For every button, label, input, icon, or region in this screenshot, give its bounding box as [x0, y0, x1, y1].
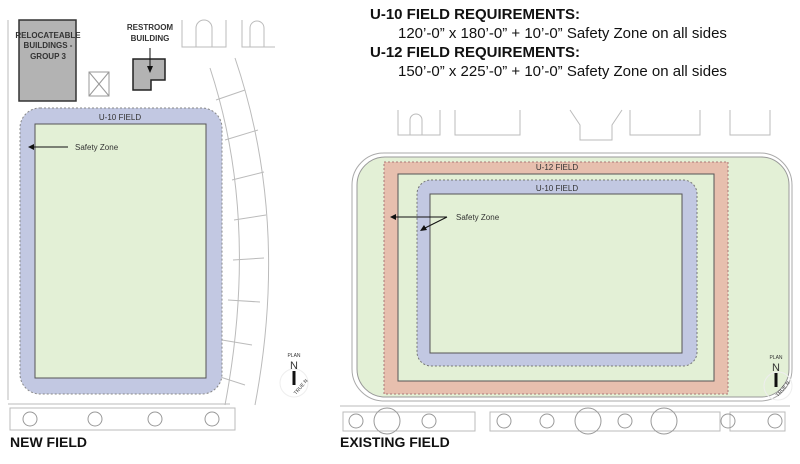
safety-zone-label: Safety Zone	[456, 213, 500, 222]
utility-box	[88, 71, 110, 97]
building-label: BUILDINGS -	[24, 41, 73, 50]
u12-requirements-title: U-12 FIELD REQUIREMENTS:	[370, 44, 581, 61]
trees	[22, 411, 220, 427]
u12-field-label: U-12 FIELD	[536, 163, 578, 172]
compass-left: PLAN N TRUE N	[279, 353, 310, 398]
u12-requirements-spec: 150’-0” x 225’-0” + 10’-0” Safety Zone o…	[398, 63, 727, 80]
u10-field-label: U-10 FIELD	[536, 184, 578, 193]
new-field-caption: NEW FIELD	[10, 434, 87, 450]
safety-zone-label: Safety Zone	[75, 143, 119, 152]
building-outlines	[181, 19, 275, 48]
safety-zone-arrow	[422, 216, 448, 230]
u10-requirements-spec: 120’-0” x 180’-0” + 10’-0” Safety Zone o…	[398, 25, 727, 42]
planter-strip	[9, 407, 236, 431]
relocatable-buildings	[18, 19, 77, 102]
track-outer	[351, 152, 793, 402]
building-label: RELOCATEABLE	[15, 31, 81, 40]
u10-field	[34, 123, 207, 379]
planter-strip	[342, 411, 476, 432]
field-label: U-10 FIELD	[99, 113, 141, 122]
north-arrow-icon	[774, 373, 778, 387]
u10-field	[429, 193, 683, 354]
new-field-plan: RELOCATEABLE BUILDINGS - GROUP 3 RESTROO…	[7, 19, 310, 431]
north-label: N	[290, 360, 298, 372]
svg-text:PLAN: PLAN	[769, 355, 782, 361]
planter-strip	[729, 411, 786, 432]
u10-requirements-title: U-10 FIELD REQUIREMENTS:	[370, 6, 581, 23]
restroom-label: RESTROOM	[127, 23, 174, 32]
north-label: N	[772, 362, 780, 374]
building-label: GROUP 3	[30, 52, 66, 61]
restroom-label: BUILDING	[131, 34, 170, 43]
existing-field-plan: U-12 FIELD U-10 FIELD Safety Zone PLAN N…	[340, 109, 793, 435]
bleachers	[209, 57, 270, 406]
restroom-building	[132, 58, 166, 91]
existing-field-caption: EXISTING FIELD	[340, 434, 450, 450]
building-outlines	[397, 109, 771, 141]
svg-text:PLAN: PLAN	[287, 353, 300, 359]
planter-strip	[489, 411, 721, 432]
north-arrow-icon	[292, 371, 296, 385]
trees	[348, 407, 783, 435]
